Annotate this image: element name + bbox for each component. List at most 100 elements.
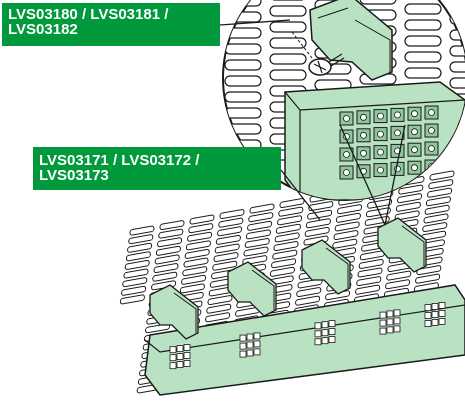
detail-slot <box>224 123 262 135</box>
terminal-screw-icon <box>411 128 418 136</box>
plate-slot <box>154 254 180 265</box>
plate-slot <box>335 212 361 223</box>
plate-slot <box>247 220 273 231</box>
plate-slot <box>423 213 449 224</box>
plate-slot <box>422 222 448 233</box>
plate-slot <box>398 184 424 195</box>
plate-slot <box>278 206 304 217</box>
plate-slot <box>304 226 330 237</box>
plate-slot <box>207 295 233 306</box>
plate-slot <box>425 196 451 207</box>
plate-slot <box>124 259 150 270</box>
plate-slot <box>359 250 385 261</box>
mounting-clip <box>377 217 427 273</box>
terminal-cell <box>328 328 336 336</box>
plate-slot <box>212 260 238 271</box>
detail-slot <box>224 107 262 119</box>
detail-slot <box>224 11 262 23</box>
plate-slot <box>333 230 359 241</box>
terminal-cell <box>431 303 439 310</box>
plate-slot <box>395 201 421 212</box>
terminal-screw-icon <box>394 129 401 137</box>
detail-slot <box>404 51 442 63</box>
terminal-screw-icon <box>377 166 384 174</box>
plate-slot <box>243 246 269 257</box>
detail-slot <box>449 0 465 9</box>
plate-slot <box>119 294 145 305</box>
plate-slot <box>274 232 300 243</box>
plate-slot <box>189 214 215 225</box>
part-number-label-middle: LVS03171 / LVS03172 / LVS03173 <box>33 147 281 190</box>
terminal-cell <box>246 349 254 357</box>
detail-slot <box>269 5 307 17</box>
screw-icon <box>308 53 345 76</box>
detail-mounting-clip <box>309 0 393 81</box>
plate-slot <box>182 266 208 277</box>
terminal-cell <box>438 301 446 309</box>
terminal-screw-icon <box>343 169 350 176</box>
terminal-cell <box>431 319 439 326</box>
detail-slot <box>269 53 307 65</box>
plate-slot <box>334 221 360 232</box>
terminal-cell <box>393 325 401 333</box>
part-number-label-top: LVS03180 / LVS03181 / LVS03182 <box>2 3 220 46</box>
terminal-cell <box>314 322 322 330</box>
plate-slot <box>424 204 450 215</box>
plate-slot <box>181 274 207 285</box>
terminal-screw-icon <box>360 113 367 121</box>
plate-slot <box>364 215 390 226</box>
plate-slot <box>295 295 321 306</box>
detail-slot <box>224 43 262 55</box>
terminal-screw-icon <box>394 111 401 119</box>
terminal-cell <box>321 321 329 329</box>
terminal-screw-icon <box>343 151 350 158</box>
terminal-cell <box>328 320 336 328</box>
plate-slot <box>416 265 442 276</box>
detail-slot <box>224 27 262 39</box>
terminal-cell <box>386 310 394 318</box>
mounting-clip <box>227 261 277 317</box>
plate-slot <box>153 263 179 274</box>
plate-slot <box>358 258 384 269</box>
terminal-cell <box>393 317 401 325</box>
terminal-screw-icon <box>377 148 384 156</box>
terminal-screw-icon <box>377 112 384 120</box>
detail-slot <box>404 3 442 15</box>
magnified-detail <box>222 0 465 201</box>
detail-slot <box>269 37 307 49</box>
terminal-cell <box>438 317 446 325</box>
plate-slot <box>307 209 333 220</box>
terminal-cell <box>438 309 446 317</box>
plate-slot <box>206 303 232 314</box>
dashed-insertion-line <box>291 31 313 59</box>
plate-slot <box>337 204 363 215</box>
plate-slot <box>187 231 213 242</box>
plate-slot <box>159 220 185 231</box>
terminal-cell <box>176 345 184 353</box>
leader-lines <box>219 19 406 226</box>
terminal-cell <box>431 311 439 318</box>
plate-slot <box>129 225 155 236</box>
plate-slot <box>271 258 297 269</box>
mounting-clip <box>149 284 199 340</box>
terminal-cell <box>239 350 247 358</box>
detail-slot <box>224 0 262 7</box>
terminal-screw-icon <box>411 146 418 154</box>
plate-slot <box>157 237 183 248</box>
plate-slot <box>155 245 181 256</box>
assembled-terminal-rail <box>144 284 465 396</box>
detail-slot <box>269 21 307 33</box>
plate-slot <box>249 203 275 214</box>
plate-slot <box>275 223 301 234</box>
plate-slot <box>273 241 299 251</box>
terminal-cell <box>246 341 254 349</box>
terminal-cell <box>386 318 394 326</box>
mounting-clip <box>301 239 351 295</box>
plate-slot <box>277 215 303 226</box>
detail-slot <box>224 75 262 87</box>
plate-slot <box>355 284 381 295</box>
plate-slot <box>145 323 171 334</box>
plate-slot <box>152 271 178 282</box>
plate-slot <box>279 198 305 209</box>
